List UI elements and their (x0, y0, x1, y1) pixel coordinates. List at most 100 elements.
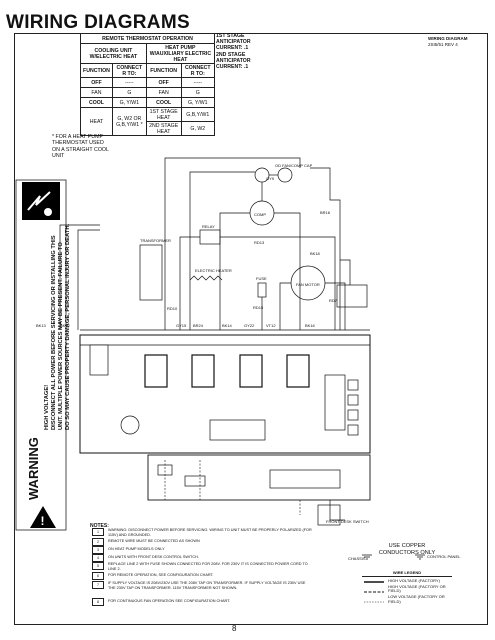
note-number: 4 (92, 554, 104, 562)
wire-label: VT12 (266, 323, 276, 328)
page-title: WIRING DIAGRAMS (6, 12, 190, 33)
wire-label: RD7 (329, 298, 338, 303)
column-header: FUNCTION (80, 63, 113, 78)
page-number: 8 (232, 624, 237, 633)
copper-note-line: CONDUCTORS ONLY (378, 549, 436, 556)
wire-label: RD15 (253, 305, 264, 310)
wire-legend-item: HIGH VOLTAGE (FACTORY OR FIELD) (388, 583, 446, 594)
note-text: WARNING: DISCONNECT POWER BEFORE SERVICI… (108, 528, 312, 537)
wire-labels: BK13 BK12 RD10 GY15 BR24 BK14 GY22 VT12 … (36, 176, 338, 328)
note-number: 2 (92, 538, 104, 546)
svg-text:!: ! (41, 514, 45, 528)
table-group-heatpump: HEAT PUMP W/AUXILIARY ELECTRIC HEAT (145, 43, 216, 64)
note-number: 8 (92, 598, 104, 606)
wire-legend-lines (364, 581, 384, 603)
wire-legend-item: LOW VOLTAGE (FACTORY OR FIELD) (388, 594, 445, 604)
column-header: CONNECT R TO: (111, 63, 147, 78)
table-header: REMOTE THERMOSTAT OPERATION (80, 33, 215, 44)
wire-legend-item: HIGH VOLTAGE (FACTORY) (388, 577, 440, 583)
heat-pump-note: * FOR A HEAT PUMP THERMOSTAT USED ON A S… (52, 134, 109, 159)
remote-thermostat-table: REMOTE THERMOSTAT OPERATION COOLING UNIT… (80, 33, 216, 136)
table-cell: G,B,Y/W1 (180, 107, 216, 122)
low-voltage-lines (164, 460, 301, 515)
wire-label: GY22 (244, 323, 255, 328)
anticipator-stage-1: 1ST STAGE ANTICIPATOR CURRENT: .1 (216, 33, 251, 52)
note-text: ON UNITS WITH FRONT DESK CONTROL SWITCH. (108, 555, 199, 559)
table-cell: 1ST STAGE HEAT (145, 107, 182, 122)
diagram-id-code: 2SI5/51 REV 4 (428, 41, 458, 47)
warning-label: WARNING (26, 437, 41, 500)
note-text: IF SUPPLY VOLTAGE IS 208V/230V USE THE 2… (108, 581, 306, 590)
diagram-id: WIRING DIAGRAM 2SI5/51 REV 4 (428, 36, 468, 47)
wire-label: BK14 (222, 323, 233, 328)
table-cell: COOL (80, 97, 113, 108)
wire-label: BK12 (60, 323, 71, 328)
table-row: HEAT G, W2 OR G,B,Y/W1 * 1ST STAGE HEAT … (80, 107, 216, 136)
warning-line: DO SO MAY CAUSE PROPERTY DAMAGE, PERSONA… (65, 223, 71, 430)
warning-line: HIGH VOLTAGE! (44, 384, 50, 430)
note-number: 6 (92, 572, 104, 580)
anticipator-stage-2: 2ND STAGE ANTICIPATOR CURRENT: .1 (216, 51, 251, 71)
warning-banner: ! (15, 179, 67, 531)
copper-note-line: USE COPPER (388, 543, 426, 549)
table-row: COOL G, Y/W1 COOL G, Y/W1 (80, 97, 216, 108)
note-number: 7 (92, 581, 104, 589)
warning-triangle-icon: ! (30, 506, 56, 528)
wire-label: BR16 (320, 210, 331, 215)
table-cell: ----- (180, 77, 216, 88)
diagram-frame (14, 33, 488, 625)
wire-label: GY15 (176, 323, 187, 328)
note-text: REMOTE WIRE MUST BE CONNECTED AS SHOWN (108, 539, 200, 543)
table-cell: OFF (80, 77, 113, 88)
note-number: 5 (92, 562, 104, 570)
table-cell: OFF (145, 77, 182, 88)
control-panel-label: CONTROL PANEL (427, 554, 461, 559)
fan-motor-label: FAN MOTOR (296, 282, 320, 287)
compressor-label: COMP (254, 212, 266, 217)
table-cell: COOL (145, 97, 182, 108)
chassis-label: CHASSIS (348, 556, 366, 561)
wiring-lines (59, 157, 425, 560)
component-labels: OD FAN/COMP CAP COMP FAN MOTOR ELECTRIC … (140, 163, 369, 524)
note-text: ON HEAT PUMP MODELS ONLY (108, 547, 165, 551)
wire-legend-title: WIRE LEGEND (362, 570, 452, 577)
table-cell: HEAT (80, 107, 113, 136)
capacitor-label: OD FAN/COMP CAP (275, 163, 313, 168)
front-desk-switch-label: FRONT DESK SWITCH (326, 519, 369, 524)
wire-label: BK16 (305, 323, 316, 328)
table-cell: G (111, 87, 147, 98)
table-cell: G (180, 87, 216, 98)
wire-label: RD13 (254, 240, 265, 245)
note-number: 3 (92, 546, 104, 554)
table-cell: 2ND STAGE HEAT (145, 121, 182, 136)
transformer-label: TRANSFORMER (140, 238, 171, 243)
table-group-cooling: COOLING UNIT W/ELECTRIC HEAT (80, 43, 147, 64)
note-text: FOR REMOTE OPERATION, SEE CONFIGURATION … (108, 573, 214, 577)
diagram-id-title: WIRING DIAGRAM (428, 36, 468, 41)
note-text: REPLACE LINE 2 WITH FUSE SHOWN CONNECTED… (108, 562, 308, 571)
copper-note: USE COPPER CONDUCTORS ONLY (372, 543, 442, 557)
table-row: OFF ----- OFF ----- (80, 77, 216, 88)
column-header: FUNCTION (145, 63, 182, 78)
table-cell: ----- (111, 77, 147, 88)
note-number: 1 (92, 528, 104, 536)
wire-label: GY9 (266, 176, 275, 181)
note-text: FOR CONTINUOUS FAN OPERATION SEE CONFIGU… (108, 599, 231, 603)
wire-legend: WIRE LEGEND HIGH VOLTAGE (FACTORY) HIGH … (362, 570, 452, 605)
relay-label: RELAY (202, 224, 215, 229)
electric-shock-icon (22, 182, 60, 220)
table-cell: G, Y/W1 (111, 97, 147, 108)
warning-line: DISCONNECT ALL POWER BEFORE SERVICING OR… (51, 235, 57, 430)
table-row: 2ND STAGE HEAT G, W2 (81, 121, 216, 136)
wire-label: BK13 (36, 323, 47, 328)
warning-line: UNIT. MULTIPLE POWER SOURCES MAY BE PRES… (58, 242, 64, 430)
column-header: CONNECT R TO: (180, 63, 216, 78)
wire-label: BR24 (193, 323, 204, 328)
table-cell: G, W2 (180, 121, 216, 136)
table-row: FAN G FAN G (80, 87, 216, 98)
notes-title: NOTES: (90, 523, 109, 529)
electric-heater-label: ELECTRIC HEATER (195, 268, 232, 273)
wire-label: BK18 (310, 251, 321, 256)
table-cell: G, Y/W1 (180, 97, 216, 108)
